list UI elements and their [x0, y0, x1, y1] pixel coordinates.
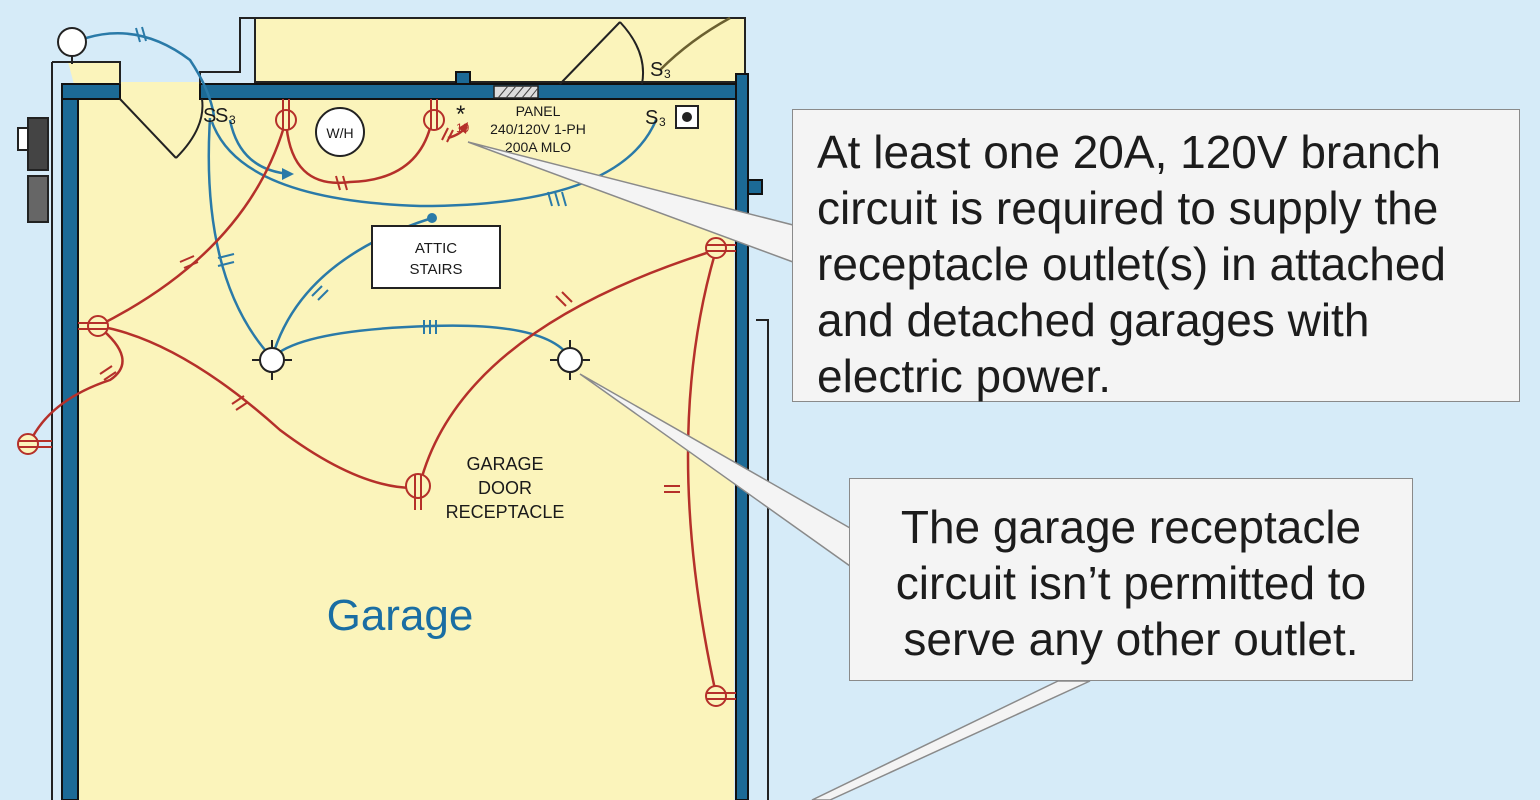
- entry-switch: S: [203, 105, 216, 127]
- dot-switch-dot: [682, 112, 692, 122]
- entry-3way-switch: S: [215, 105, 228, 127]
- restriction-callout: The garage receptacle circuit isn’t perm…: [849, 478, 1413, 681]
- panel-label-line3: 200A MLO: [505, 139, 571, 155]
- garage-floor: [78, 99, 734, 800]
- duplex-receptacle-icon: [275, 99, 297, 131]
- panel-label-line2: 240/120V 1-PH: [490, 121, 586, 137]
- arrow-icon: [282, 168, 294, 180]
- duplex-receptacle-icon: [78, 315, 109, 337]
- attic-stairs-label-line1: ATTIC: [415, 240, 457, 257]
- attic-stairs-box: [371, 225, 501, 289]
- attic-stairs-label-line2: STAIRS: [409, 261, 462, 278]
- garage-door-receptacle-line1: GARAGE: [466, 454, 543, 474]
- duplex-receptacle-icon: [423, 99, 445, 131]
- duplex-receptacle-icon: [705, 237, 736, 259]
- garage-door-receptacle-line2: DOOR: [478, 478, 532, 498]
- entry-door: [119, 98, 204, 159]
- panel-label-line1: PANEL: [516, 103, 561, 119]
- requirement-callout: At least one 20A, 120V branch circuit is…: [792, 109, 1520, 402]
- garage-door-receptacle-line3: RECEPTACLE: [446, 502, 565, 522]
- callout2-tail: [811, 680, 1091, 800]
- water-heater-icon: [315, 107, 365, 157]
- arrow-icon: [458, 122, 468, 134]
- upper-room-floor: [254, 17, 746, 83]
- ceiling-light-icon: [550, 340, 590, 380]
- panel-circuit-number: 19: [456, 121, 470, 135]
- duplex-receptacle-icon: [705, 685, 736, 707]
- exterior-light-icon: [57, 27, 87, 64]
- panel-3way-switch: S: [645, 107, 658, 129]
- junction-dot: [427, 213, 437, 223]
- garage-door-receptacle-icon: [405, 473, 431, 510]
- panel-3way-subscript: 3: [659, 115, 666, 129]
- ceiling-light-icon: [252, 340, 292, 380]
- receptacle-circuit-wiring: [28, 119, 718, 695]
- corner-3way-switch: S: [650, 59, 663, 81]
- duplex-receptacle-icon: [17, 433, 52, 455]
- corner-3way-subscript: 3: [664, 67, 671, 81]
- entry-3way-subscript: 3: [229, 113, 236, 127]
- lighting-circuit-wiring: [85, 16, 731, 359]
- room-label: Garage: [327, 591, 474, 640]
- panel-asterisk: *: [456, 101, 465, 128]
- water-heater-label: W/H: [326, 125, 353, 141]
- upper-door: [559, 21, 644, 85]
- garage-walls: [17, 17, 769, 800]
